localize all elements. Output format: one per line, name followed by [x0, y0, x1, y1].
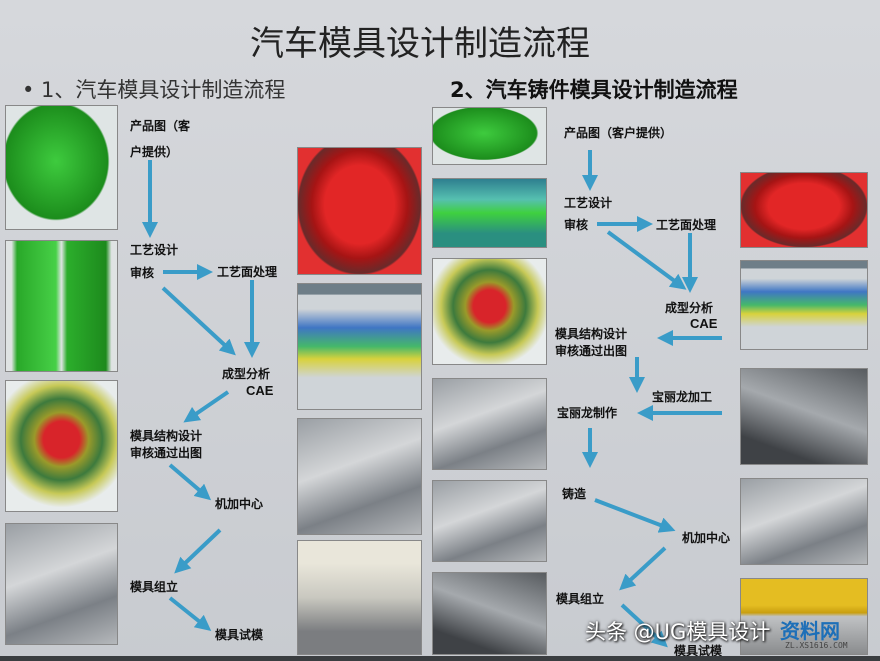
step-foam-making: 宝丽龙制作 — [557, 406, 618, 420]
step-mold-structure: 模具结构设计 — [555, 327, 628, 341]
arrow — [183, 390, 230, 423]
step-forming-analysis: 成型分析 — [222, 367, 271, 381]
arrow — [620, 603, 668, 648]
foam-machining-photo — [740, 368, 868, 465]
press-trial-photo — [297, 540, 422, 655]
step-product-drawing: 产品图（客户提供） — [564, 126, 673, 140]
arrow — [606, 230, 687, 290]
step-mold-structure: 模具结构设计 — [130, 429, 203, 443]
watermark: 头条 @UG模具设计 — [585, 620, 771, 644]
step-surface-process: 工艺面处理 — [217, 265, 278, 279]
casting-photo — [432, 480, 547, 562]
mold-structure-image — [5, 380, 118, 512]
process-part-image — [5, 240, 118, 372]
step-trial: 模具试模 — [674, 644, 723, 658]
step-surface-process: 工艺面处理 — [656, 218, 717, 232]
slide-title: 汽车模具设计制造流程 — [250, 24, 590, 64]
step-assembly: 模具组立 — [130, 580, 179, 594]
step-machining: 机加中心 — [682, 531, 731, 545]
step-review-drawing: 审核通过出图 — [130, 446, 203, 460]
step-review: 审核 — [564, 218, 589, 232]
casting-trial-photo — [740, 578, 868, 655]
step-forming-analysis: 成型分析 — [665, 301, 714, 315]
step-casting: 铸造 — [562, 487, 587, 501]
arrow — [161, 286, 236, 356]
step-cae: CAE — [690, 316, 718, 331]
cae-analysis-image — [297, 283, 422, 410]
casting-mold-image — [432, 258, 547, 365]
left-heading: • 1、汽车模具设计制造流程 — [22, 78, 286, 102]
casting-surface-image — [740, 172, 868, 248]
step-review-drawing: 审核通过出图 — [555, 344, 628, 358]
step-trial: 模具试模 — [215, 628, 264, 642]
foam-model-photo — [432, 378, 547, 470]
step-machining: 机加中心 — [215, 497, 264, 511]
step-product-drawing-cont: 户提供） — [130, 145, 179, 159]
step-assembly: 模具组立 — [556, 592, 605, 606]
arrow — [174, 528, 222, 574]
casting-machining-photo — [740, 478, 868, 565]
site-logo-url: ZL.XS1616.COM — [785, 641, 848, 650]
casting-cae-image — [740, 260, 868, 350]
casting-product-image — [432, 107, 547, 165]
assembly-photo — [432, 572, 547, 655]
surface-process-image — [297, 147, 422, 275]
step-process-design: 工艺设计 — [564, 196, 613, 210]
step-foam-machining: 宝丽龙加工 — [652, 390, 713, 404]
step-product-drawing: 产品图（客 — [130, 119, 191, 133]
site-logo: 资料网 — [780, 619, 840, 643]
arrow — [594, 498, 676, 533]
right-heading: 2、汽车铸件模具设计制造流程 — [450, 78, 738, 102]
casting-process-image — [432, 178, 547, 248]
mold-assembly-photo — [5, 523, 118, 645]
arrow — [168, 596, 212, 631]
arrow — [619, 546, 667, 591]
step-cae: CAE — [246, 383, 274, 398]
product-part-image — [5, 105, 118, 230]
bottom-bar — [0, 656, 880, 661]
step-review: 审核 — [130, 266, 155, 280]
step-process-design: 工艺设计 — [130, 243, 179, 257]
machining-center-photo — [297, 418, 422, 535]
arrow — [168, 463, 212, 501]
